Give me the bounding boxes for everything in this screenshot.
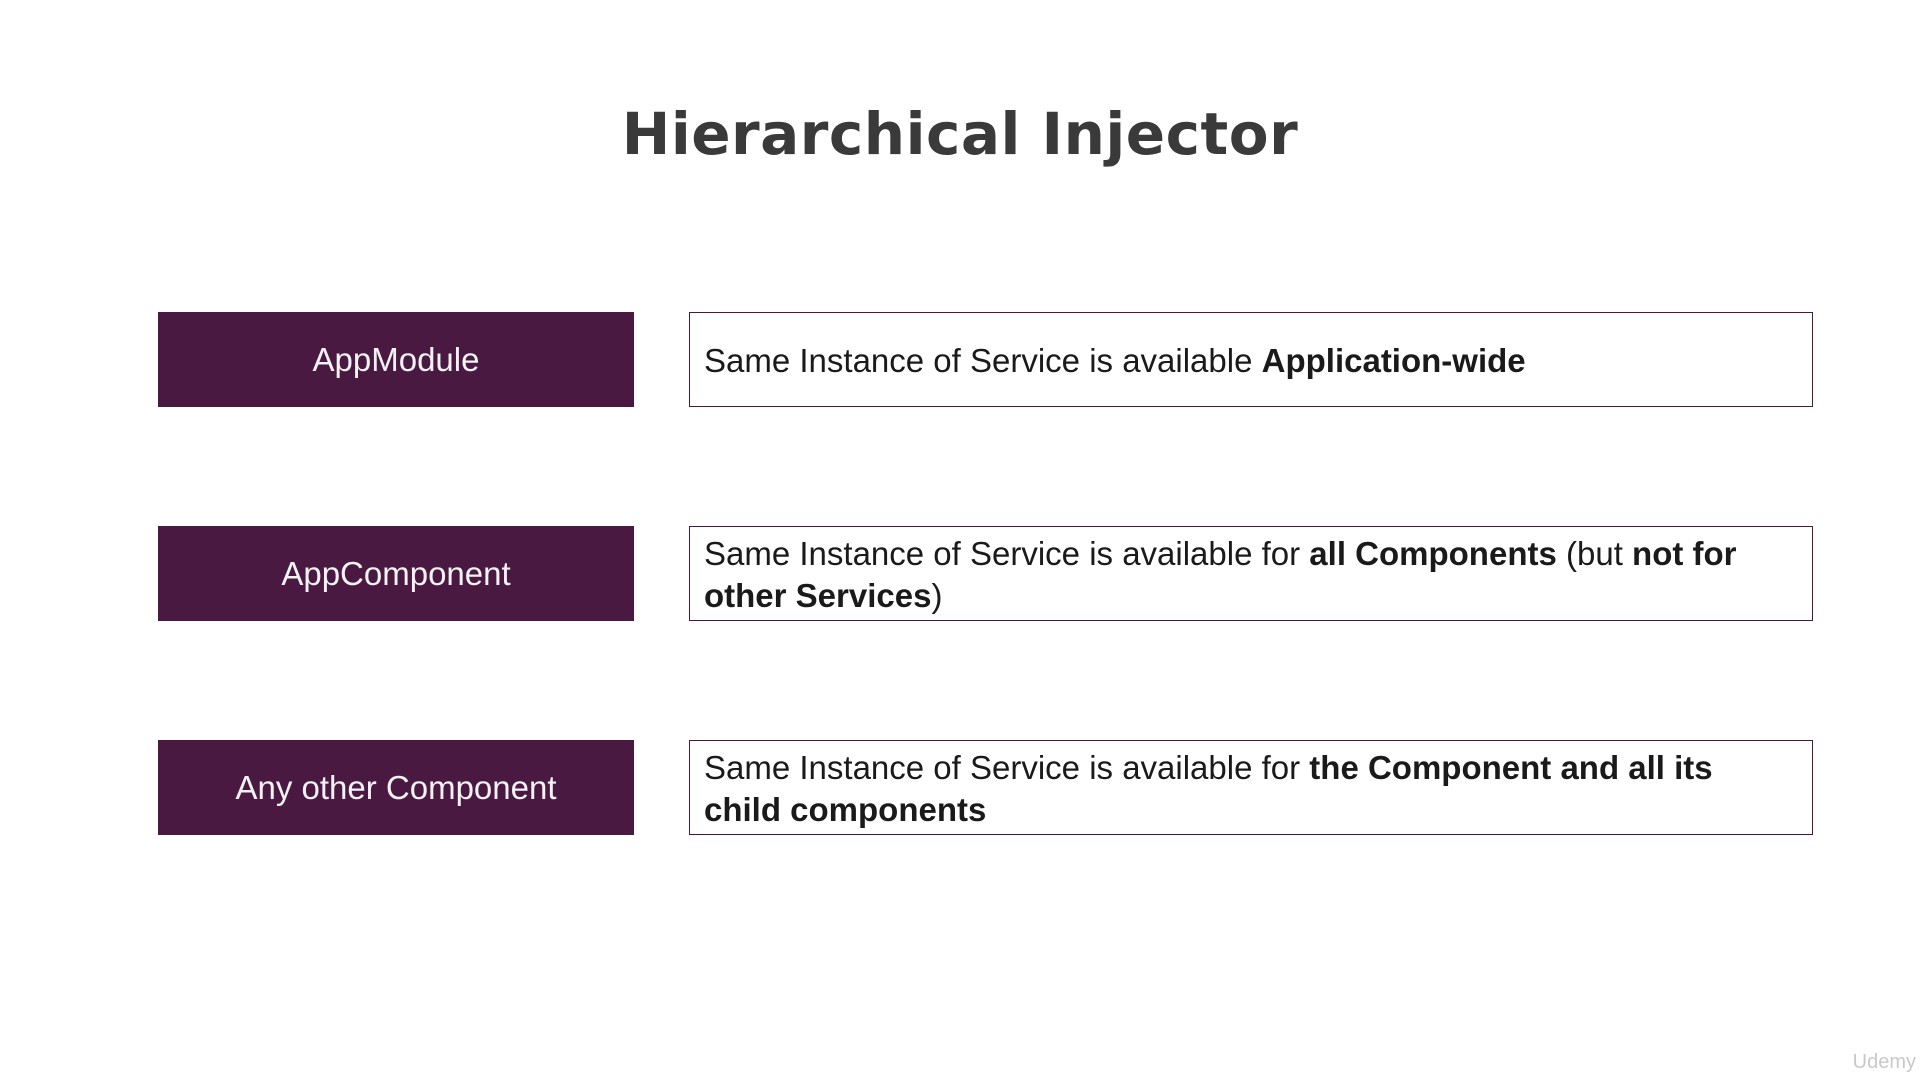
- description-segment: Same Instance of Service is available: [704, 342, 1262, 379]
- label-box-app-module: AppModule: [158, 312, 634, 407]
- description-box-app-component: Same Instance of Service is available fo…: [689, 526, 1813, 621]
- label-box-app-component: AppComponent: [158, 526, 634, 621]
- description-box-any-other-component: Same Instance of Service is available fo…: [689, 740, 1813, 835]
- udemy-watermark: Udemy: [1852, 1051, 1916, 1073]
- description-app-module: Same Instance of Service is available Ap…: [704, 340, 1526, 382]
- description-segment-bold: all Components: [1309, 535, 1557, 572]
- description-segment: Same Instance of Service is available fo…: [704, 749, 1310, 786]
- description-segment-bold: Application-wide: [1261, 342, 1526, 379]
- label-box-any-other-component: Any other Component: [158, 740, 634, 835]
- injector-row-any-other-component: Any other Component Same Instance of Ser…: [0, 740, 1920, 835]
- description-segment-bold: the Component and all its child componen…: [704, 749, 1713, 828]
- description-segment-bold: not for other Services: [704, 535, 1737, 614]
- description-segment: (but: [1556, 535, 1633, 572]
- label-app-module: AppModule: [312, 340, 480, 378]
- description-any-other-component: Same Instance of Service is available fo…: [704, 747, 1798, 831]
- label-any-other-component: Any other Component: [235, 768, 557, 806]
- description-segment: Same Instance of Service is available fo…: [704, 535, 1310, 572]
- description-app-component: Same Instance of Service is available fo…: [704, 533, 1798, 617]
- slide-title: Hierarchical Injector: [621, 100, 1299, 168]
- injector-row-app-component: AppComponent Same Instance of Service is…: [0, 526, 1920, 621]
- injector-row-app-module: AppModule Same Instance of Service is av…: [0, 312, 1920, 407]
- label-app-component: AppComponent: [281, 554, 511, 592]
- description-box-app-module: Same Instance of Service is available Ap…: [689, 312, 1813, 407]
- description-segment: ): [931, 577, 943, 614]
